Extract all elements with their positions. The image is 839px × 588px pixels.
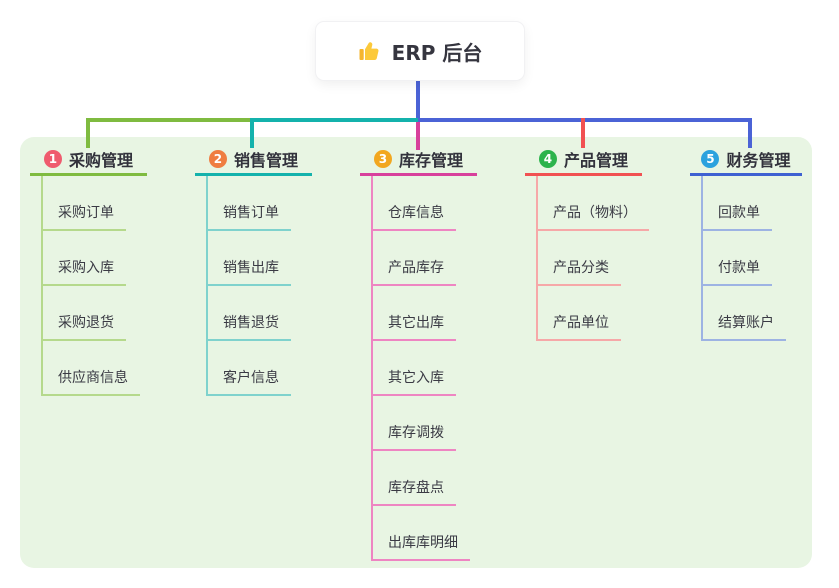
branch-badge: 2 xyxy=(208,150,227,168)
thumbs-up-icon xyxy=(358,39,382,63)
branch-spine xyxy=(701,176,703,341)
child-label: 产品库存 xyxy=(388,260,444,276)
child-label: 回款单 xyxy=(718,205,760,221)
connector-drop-sales xyxy=(250,118,254,148)
branch-inventory: 3 库存管理 仓库信息 产品库存 其它出库 其它入库 库存调拨 库存盘点 出库库… xyxy=(360,145,477,561)
branch-product: 4 产品管理 产品（物料） 产品分类 产品单位 xyxy=(525,145,649,341)
branch-spine xyxy=(206,176,208,396)
connector-drop-inventory xyxy=(416,122,420,150)
child-label: 产品分类 xyxy=(553,260,609,276)
connector-horizontal-teal xyxy=(252,118,418,122)
branch-header-purchase[interactable]: 1 采购管理 xyxy=(30,145,147,176)
branch-badge: 5 xyxy=(701,150,720,168)
child-label: 其它出库 xyxy=(388,315,444,331)
branch-spine xyxy=(536,176,538,341)
connector-drop-purchase xyxy=(86,118,90,148)
root-node[interactable]: ERP 后台 xyxy=(316,22,524,80)
child-label: 销售退货 xyxy=(223,315,279,331)
child-label: 其它入库 xyxy=(388,370,444,386)
branch-purchase: 1 采购管理 采购订单 采购入库 采购退货 供应商信息 xyxy=(30,145,147,396)
root-label: ERP 后台 xyxy=(391,40,483,65)
branch-badge: 1 xyxy=(43,150,62,168)
child-label: 结算账户 xyxy=(718,315,774,331)
child-label: 采购入库 xyxy=(58,260,114,276)
branch-finance: 5 财务管理 回款单 付款单 结算账户 xyxy=(690,145,802,341)
child-label: 销售出库 xyxy=(223,260,279,276)
branch-label: 销售管理 xyxy=(233,151,298,170)
branch-spine xyxy=(41,176,43,396)
child-label: 出库库明细 xyxy=(388,535,458,551)
branch-header-product[interactable]: 4 产品管理 xyxy=(525,145,642,176)
branch-label: 产品管理 xyxy=(563,151,628,170)
branch-header-inventory[interactable]: 3 库存管理 xyxy=(360,145,477,176)
child-label: 销售订单 xyxy=(223,205,279,221)
child-label: 客户信息 xyxy=(223,370,279,386)
child-label: 库存盘点 xyxy=(388,480,444,496)
branch-label: 库存管理 xyxy=(398,151,463,170)
branch-header-sales[interactable]: 2 销售管理 xyxy=(195,145,312,176)
connector-drop-product xyxy=(581,118,585,148)
child-label: 付款单 xyxy=(718,260,760,276)
child-label: 供应商信息 xyxy=(58,370,128,386)
child-label: 产品单位 xyxy=(553,315,609,331)
branch-sales: 2 销售管理 销售订单 销售出库 销售退货 客户信息 xyxy=(195,145,312,396)
connector-root-vertical xyxy=(416,78,420,122)
child-label: 产品（物料） xyxy=(553,205,637,221)
connector-horizontal-green xyxy=(86,118,252,122)
branch-label: 采购管理 xyxy=(68,151,133,170)
branch-spine xyxy=(371,176,373,561)
child-label: 库存调拨 xyxy=(388,425,444,441)
child-label: 采购退货 xyxy=(58,315,114,331)
branch-badge: 3 xyxy=(373,150,392,168)
child-label: 仓库信息 xyxy=(388,205,444,221)
branches-panel xyxy=(20,137,812,568)
connector-drop-finance xyxy=(748,118,752,148)
connector-horizontal-blue xyxy=(418,118,752,122)
child-label: 采购订单 xyxy=(58,205,114,221)
branch-badge: 4 xyxy=(538,150,557,168)
branch-header-finance[interactable]: 5 财务管理 xyxy=(690,145,802,176)
branch-label: 财务管理 xyxy=(726,151,791,170)
